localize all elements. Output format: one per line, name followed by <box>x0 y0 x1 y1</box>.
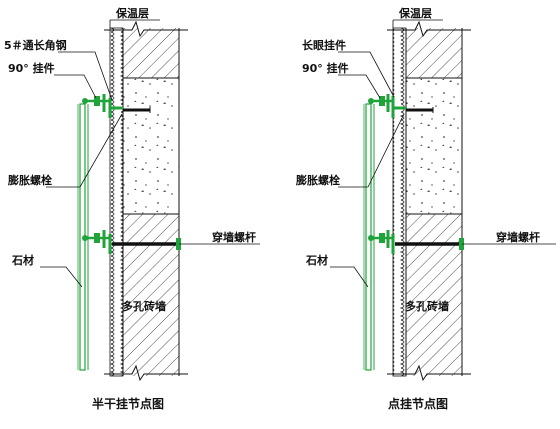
leader-hanger <box>54 74 97 99</box>
concrete-speckle <box>406 78 462 214</box>
right-node-detail <box>330 19 556 382</box>
top-break-line <box>104 20 188 38</box>
hanger-top <box>82 94 123 118</box>
right-bolt-label: 膨胀螺栓 <box>295 173 340 187</box>
left-through-bolt-label: 穿墙螺杆 <box>212 230 256 244</box>
right-insulation-label: 保温层 <box>398 6 432 20</box>
hanger-top <box>368 94 406 118</box>
through-bolt-nut <box>459 238 464 250</box>
insulation-layer <box>109 27 124 377</box>
leader-bolt <box>338 113 405 188</box>
right-stone-label: 石材 <box>305 253 328 267</box>
left-node-detail <box>40 19 260 382</box>
bottom-break-line <box>387 364 471 382</box>
insulation-layer <box>392 27 407 377</box>
leader-hanger <box>338 74 381 99</box>
leader-long-hanger <box>338 51 395 98</box>
left-brick-wall-label: 多孔砖墙 <box>122 299 166 313</box>
left-insulation-label: 保温层 <box>115 6 149 20</box>
bottom-break-line <box>104 364 188 382</box>
right-brick-wall-label: 多孔砖墙 <box>405 299 449 313</box>
leader-angle-steel <box>58 51 113 101</box>
hanger-bottom <box>82 230 112 254</box>
through-bolt-nut <box>176 238 181 250</box>
left-hanger-label: 90° 挂件 <box>8 61 55 75</box>
right-through-bolt-label: 穿墙螺杆 <box>496 230 540 244</box>
leader-stone <box>330 266 369 288</box>
leader-bolt <box>46 113 123 188</box>
right-caption: 点挂节点图 <box>388 396 448 411</box>
left-bolt-label: 膨胀螺栓 <box>7 173 52 187</box>
top-break-line <box>387 20 471 38</box>
leader-stone <box>40 266 83 288</box>
hanger-bottom <box>368 230 395 254</box>
concrete-speckle <box>123 78 179 214</box>
left-angle-steel-label: 5＃通长角钢 <box>4 38 67 52</box>
left-stone-label: 石材 <box>11 253 34 267</box>
right-long-hanger-label: 长眼挂件 <box>302 38 346 52</box>
left-caption: 半干挂节点图 <box>92 396 164 411</box>
right-hanger-label: 90° 挂件 <box>302 61 349 75</box>
